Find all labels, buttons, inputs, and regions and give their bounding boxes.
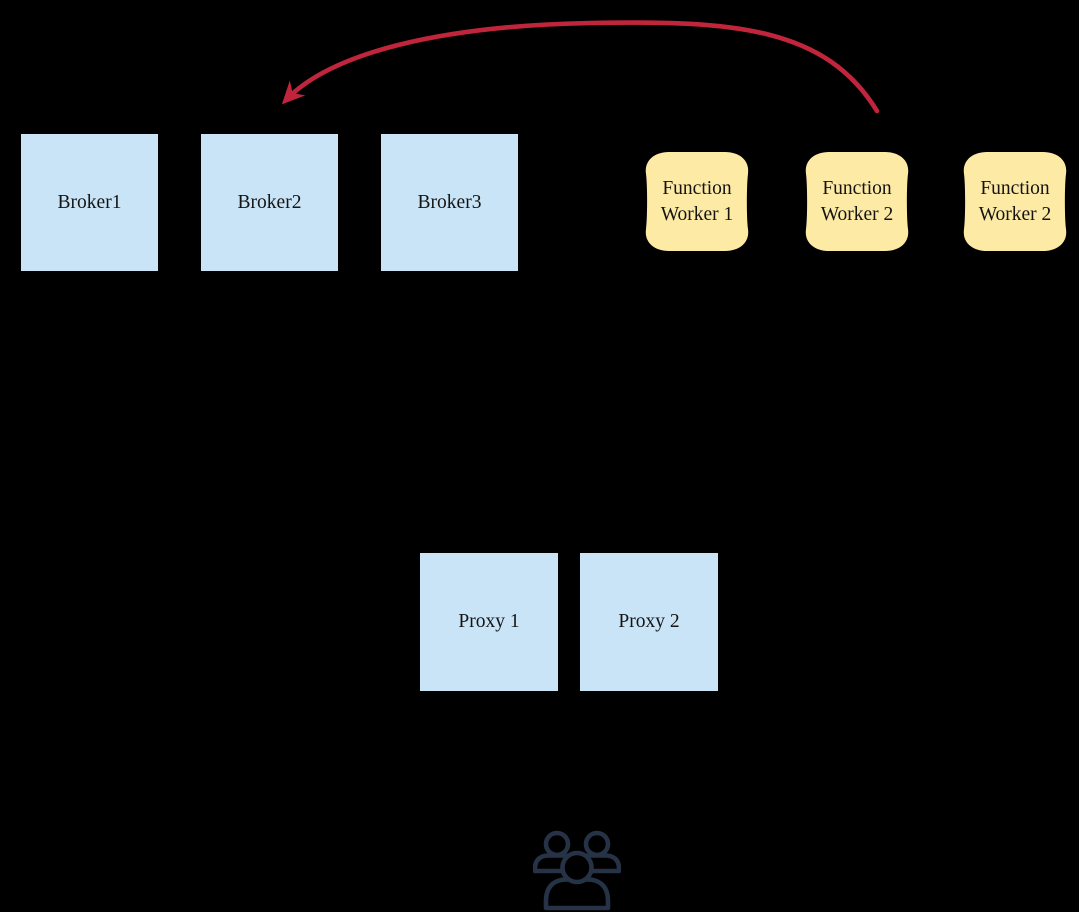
broker3-label: Broker3 xyxy=(417,191,482,213)
back-left-head xyxy=(543,830,571,858)
proxy1-label: Proxy 1 xyxy=(458,611,520,633)
function-worker3-label: Function Worker 2 xyxy=(978,178,1052,225)
proxy1-node: Proxy 1 xyxy=(420,553,558,691)
worker-barrel-shape xyxy=(963,152,1067,251)
arrow-curve xyxy=(281,20,880,114)
broker2-label: Broker2 xyxy=(237,191,302,213)
function-worker2-label: Function Worker 2 xyxy=(820,178,894,225)
broker1-node: Broker1 xyxy=(21,134,158,271)
function-worker3-node: Function Worker 2 xyxy=(961,150,1069,253)
front-head xyxy=(560,850,594,885)
proxy2-label: Proxy 2 xyxy=(618,611,680,633)
proxy2-node: Proxy 2 xyxy=(580,553,718,691)
worker-barrel-shape xyxy=(645,152,749,251)
broker2-node: Broker2 xyxy=(201,134,338,271)
broker1-label: Broker1 xyxy=(57,191,122,213)
function-worker1-label: Function Worker 1 xyxy=(660,178,734,225)
function-worker1-node: Function Worker 1 xyxy=(643,150,751,253)
back-right-head xyxy=(583,830,611,858)
broker3-node: Broker3 xyxy=(381,134,518,271)
users-group-icon xyxy=(533,830,621,911)
worker-barrel-shape xyxy=(805,152,909,251)
function-worker2-node: Function Worker 2 xyxy=(803,150,911,253)
